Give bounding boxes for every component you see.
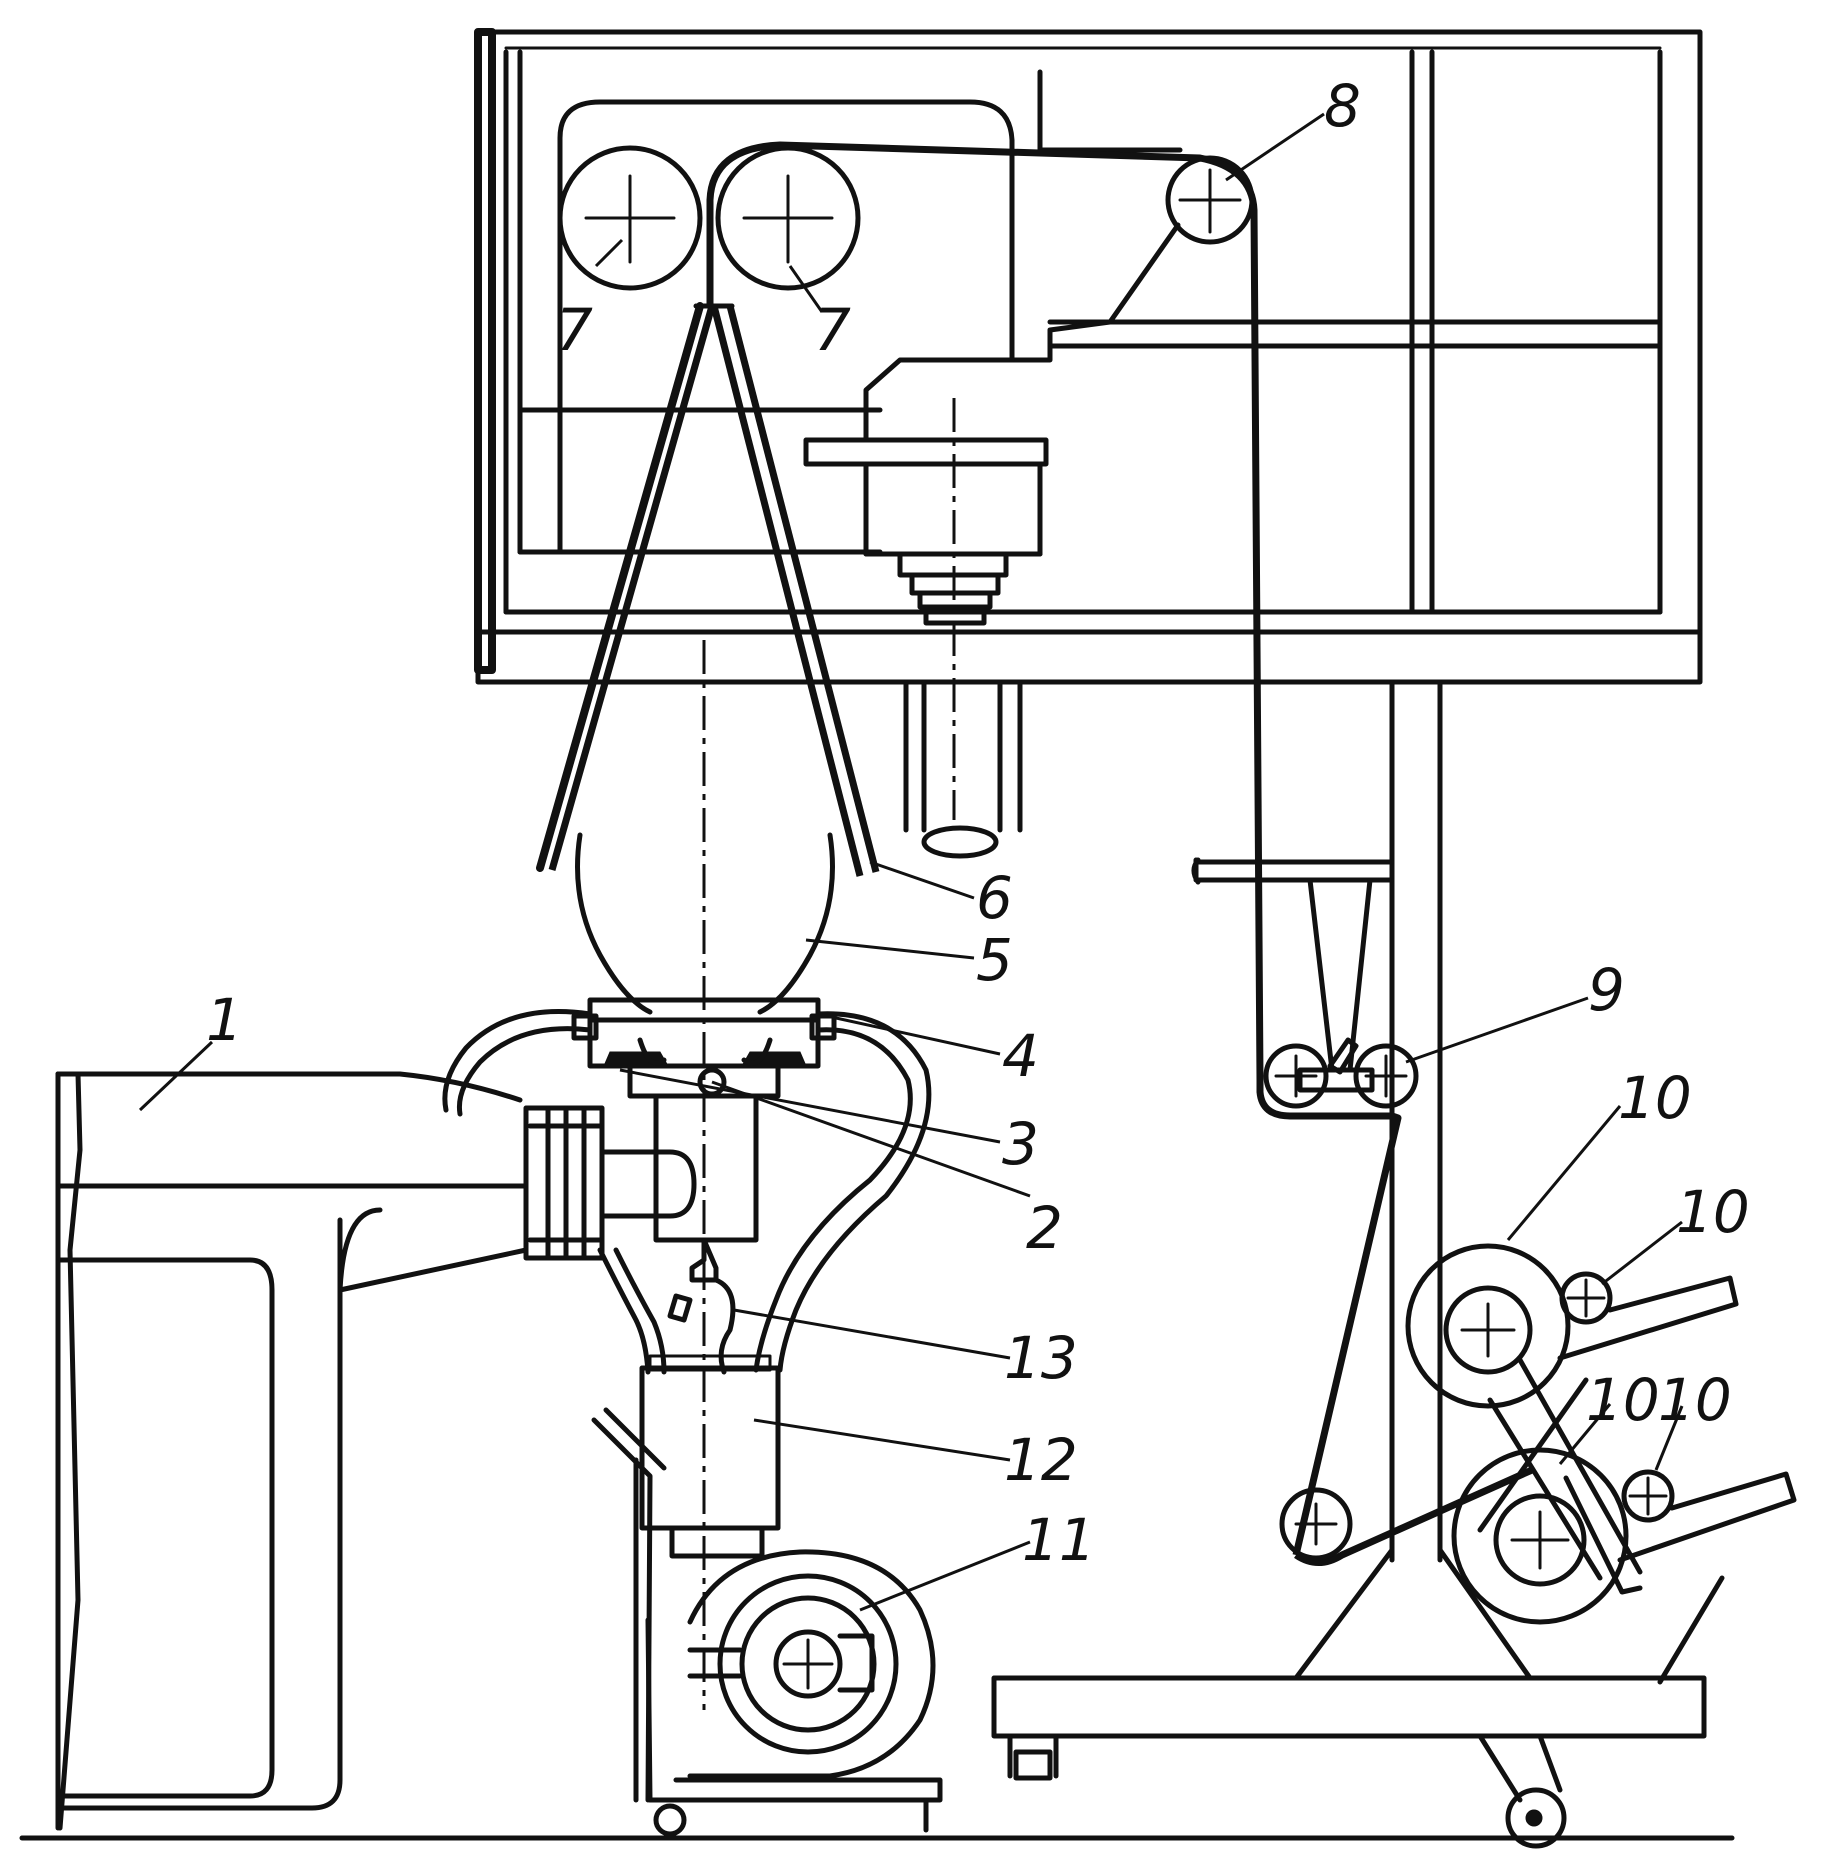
label-11: 11 <box>1022 1506 1096 1574</box>
label-7-left: 7 <box>556 296 593 364</box>
label-3: 3 <box>1002 1110 1039 1178</box>
contact-roll-upper-10 <box>1557 1271 1739 1361</box>
label-9: 9 <box>1588 956 1625 1024</box>
label-10-a: 10 <box>1618 1064 1692 1132</box>
extruder-1 <box>55 1071 697 1831</box>
film-bubble-5 <box>575 640 835 1710</box>
blower-cart <box>591 1407 943 1837</box>
label-7-right: 7 <box>814 296 851 364</box>
label-1: 1 <box>206 986 243 1054</box>
blower-box-12 <box>639 1354 781 1559</box>
pull-roll-pair-9 <box>1263 1037 1419 1109</box>
label-10-d: 10 <box>1658 1366 1732 1434</box>
collapsing-frame-6 <box>536 302 880 877</box>
blower-fan-11 <box>687 1549 936 1779</box>
top-drive-unit <box>803 398 1049 820</box>
air-ring-4 <box>442 1009 932 1373</box>
label-10-b: 10 <box>1676 1178 1750 1246</box>
nip-roll-right <box>715 145 861 291</box>
winder-base <box>991 1675 1707 1849</box>
callout-labels: 1 2 3 4 5 6 7 7 8 9 10 10 10 10 11 12 13 <box>206 72 1750 1574</box>
leader-lines <box>138 112 1684 1612</box>
label-4: 4 <box>1002 1022 1039 1090</box>
drive-shaft-tube <box>903 679 1023 859</box>
label-8: 8 <box>1324 72 1361 140</box>
label-12: 12 <box>1004 1426 1078 1494</box>
winding-roll-upper-10 <box>1405 1243 1571 1409</box>
winder-stand <box>1191 679 1725 1685</box>
air-hoses-13 <box>597 1237 736 1375</box>
label-5: 5 <box>976 926 1013 994</box>
nip-roll-left <box>557 145 703 291</box>
label-13: 13 <box>1004 1324 1078 1392</box>
winder-guide-roll <box>1279 1487 1353 1561</box>
die-head <box>587 997 821 1243</box>
top-frame <box>474 28 1703 685</box>
label-10-c: 10 <box>1586 1366 1660 1434</box>
contact-roll-lower-10 <box>1617 1469 1797 1563</box>
label-2: 2 <box>1026 1194 1063 1262</box>
label-6: 6 <box>976 864 1013 932</box>
winding-roll-lower-10 <box>1451 1447 1629 1625</box>
